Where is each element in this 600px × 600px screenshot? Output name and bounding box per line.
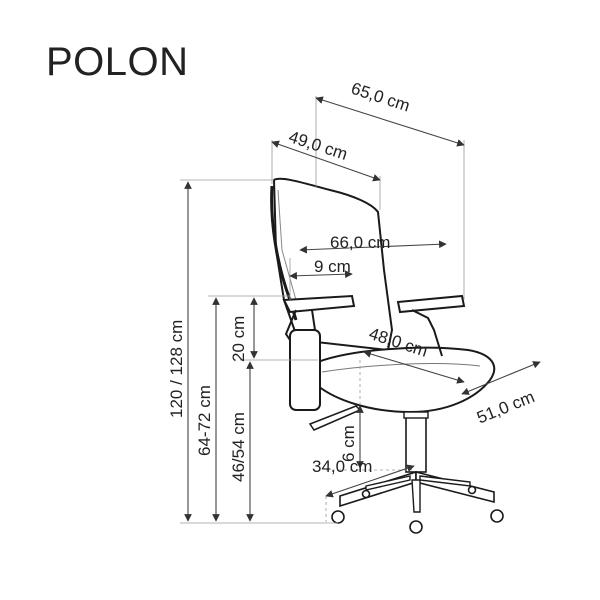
label-armrest-span: 66,0 cm [330,233,390,252]
gas-lift [405,415,427,473]
label-base-height: 6 cm [339,425,358,462]
armrest-right [396,294,466,314]
label-base-radius: 34,0 cm [312,457,372,476]
seat [317,346,496,414]
label-seat-height: 46/54 cm [229,412,248,482]
backrest-frame [270,185,298,321]
dim-line-base-radius [325,464,415,498]
dim-line-overall-depth [315,96,465,147]
dim-line-armrest-span [299,240,447,254]
dim-line-backrest-width [271,140,381,182]
dim-line-armrest-width [289,270,353,280]
dim-line-seat-width [461,361,541,395]
product-title: POLON [46,40,189,84]
label-total-height: 120 / 128 cm [167,320,186,418]
label-overall-depth: 65,0 cm [349,79,412,116]
label-armrest-height: 64-72 cm [195,385,214,456]
label-seat-width: 51,0 cm [474,387,537,427]
dim-line-seat-depth [363,350,465,384]
dimension-lines [184,96,541,522]
label-armrest-width: 9 cm [314,257,351,276]
label-armrest-adjust: 20 cm [229,316,248,362]
chair-illustration [270,177,504,534]
armrest-left [282,294,356,314]
